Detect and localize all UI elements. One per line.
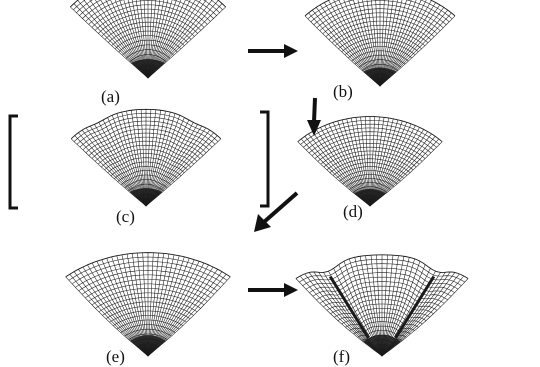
right-bracket (260, 112, 268, 206)
mesh-f (296, 255, 468, 356)
mesh-b (305, 0, 455, 86)
mesh-d (298, 117, 442, 206)
label-b: (b) (333, 82, 353, 101)
arrow-d-to-e (254, 193, 297, 232)
mesh-e (66, 253, 231, 356)
label-e: (e) (106, 347, 125, 366)
arrow-b-to-d (307, 98, 321, 136)
mesh-apex (364, 68, 397, 86)
mesh-apex (130, 188, 163, 206)
label-d: (d) (343, 202, 363, 221)
label-a: (a) (101, 87, 120, 106)
label-c: (c) (116, 207, 135, 226)
mesh-c (71, 109, 221, 206)
arrow-a-to-b (248, 44, 298, 58)
mesh-a (70, 0, 225, 78)
label-f: (f) (333, 347, 350, 366)
left-bracket (10, 116, 18, 208)
mesh-apex (131, 59, 165, 78)
arrow-e-to-f (248, 283, 298, 297)
